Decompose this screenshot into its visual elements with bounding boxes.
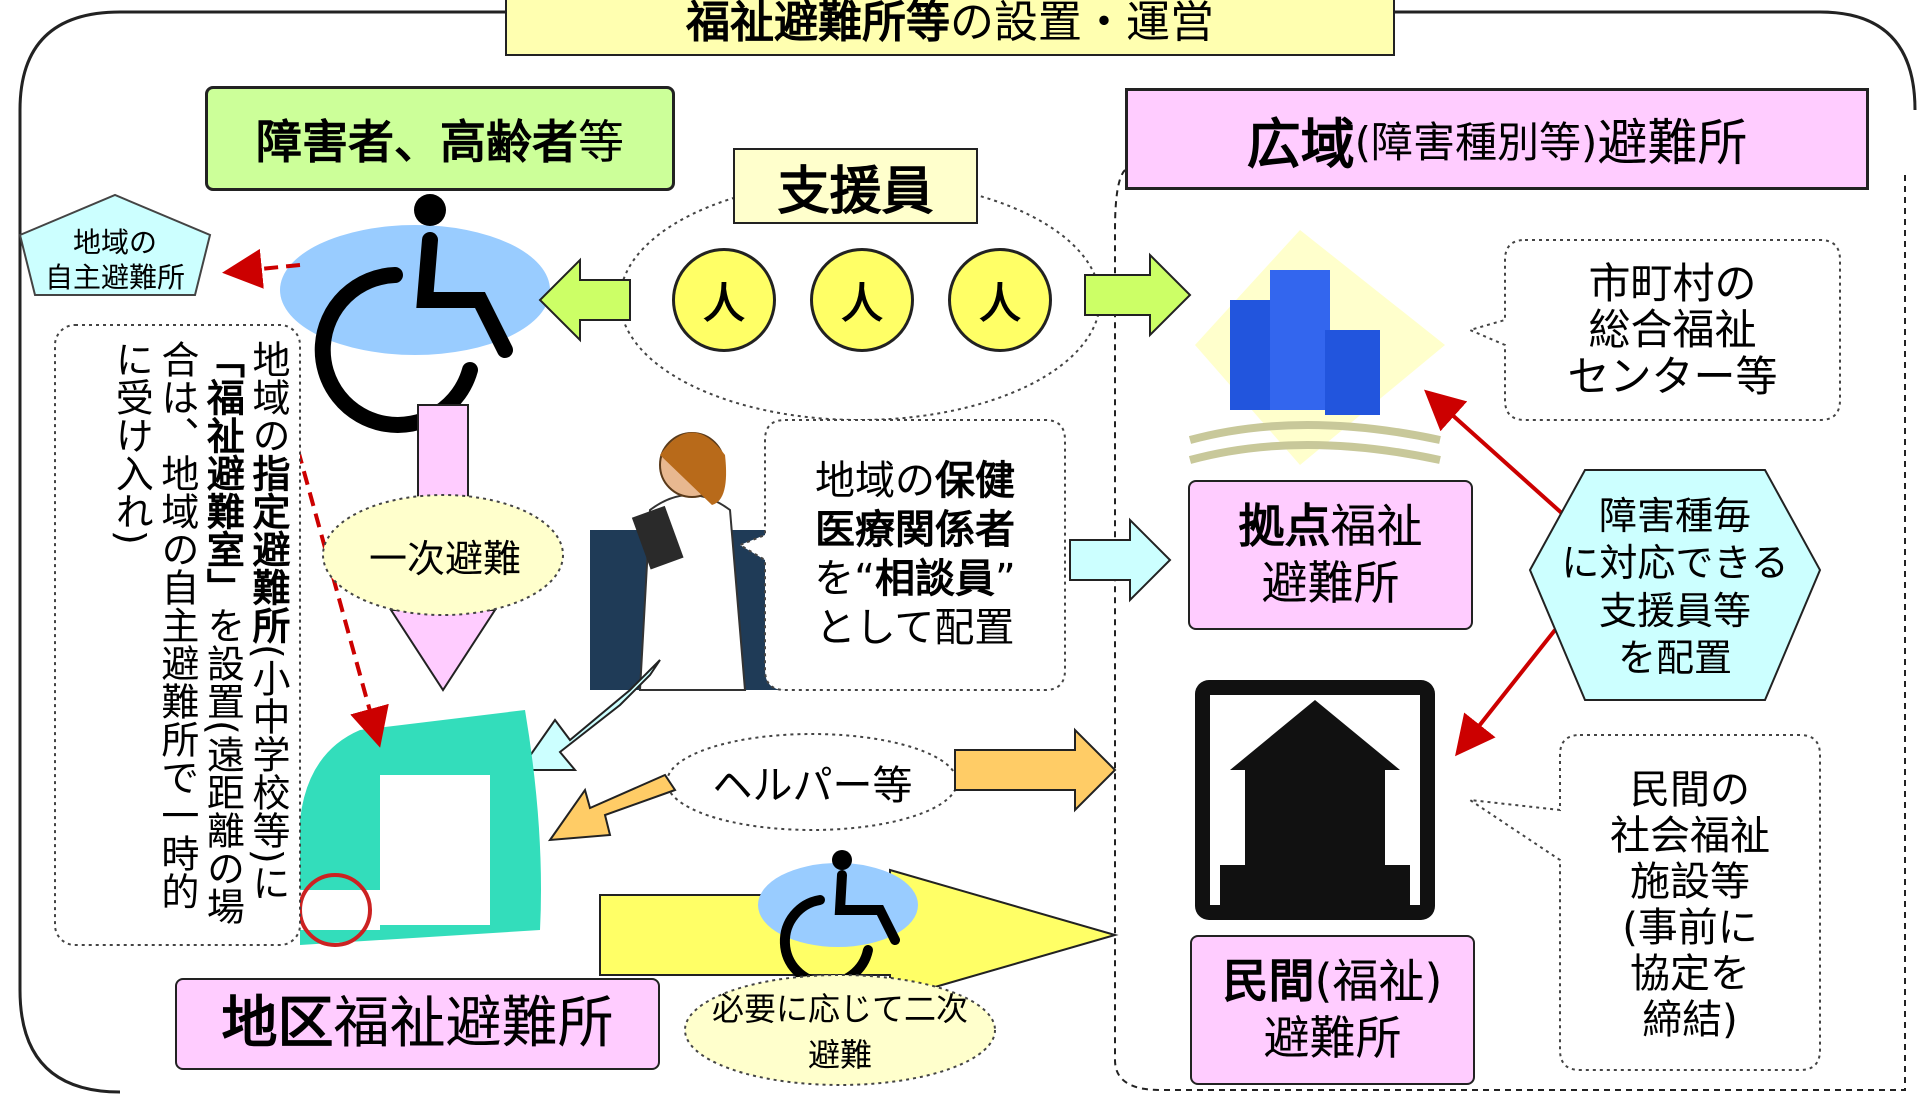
wheelchair-small-icon [779,850,900,989]
elderly-box: 障害者、高齢者等 [205,86,675,191]
building-icon [300,775,490,930]
arrow-to-hub [1069,517,1172,603]
outer-frame [18,10,505,1094]
designated-callout-shape [54,324,301,946]
private-callout-shape [1469,734,1821,1071]
hub-rest: 福祉 [1330,498,1423,553]
wide-area-paren: (障害種別等) [1354,117,1598,167]
city-buildings-icon [1188,230,1445,465]
hex-l1: 障害種毎 [1598,493,1751,538]
hex-l2: に対応できる [1561,541,1789,585]
outer-frame-right [1395,10,1917,111]
private-rest: (福祉) [1314,953,1443,1008]
private-note-l2: 社会福祉 [1610,813,1770,859]
elderly-strong: 障害者、高齢者 [256,114,578,169]
hex-l4: を配置 [1617,636,1732,680]
designated-col2-a: 校等)に [246,772,290,902]
person-3: 人 [948,248,1052,352]
person-2: 人 [810,248,914,352]
helper-arrow-left [547,773,677,842]
person-1: 人 [672,248,776,352]
hex-shape [1528,469,1822,701]
designated-note: 地域の指定避難所(小中学校等)に 「福祉避難室」を設置(遠距離の場合は、地域の自主… [70,340,290,930]
municipal-l1: 市町村の [1588,259,1757,309]
health-l3-c: ” [995,556,1016,602]
health-l4: として配置 [815,604,1015,651]
helper-arrow-right [954,727,1117,813]
wide-area-header: 広域(障害種別等)避難所 [1125,88,1869,190]
health-l3-a: を“ [814,556,875,602]
arrow-to-elderly [538,257,631,343]
district-strong: 地区 [221,991,334,1056]
local-shelter-line1: 地域の [72,226,157,259]
private-note: 民間の 社会福祉 施設等 (事前に 協定を 締結) [1565,745,1815,1065]
support-staff-label: 支援員 [733,148,978,224]
health-l2: 医療関係者 [815,507,1015,554]
title-strong: 福祉避難所等 [686,0,950,48]
house-icon [1195,680,1435,920]
red-arrow-to-city [1424,389,1577,527]
private-strong: 民間 [1222,953,1315,1008]
designated-col1-a: 地域の [246,340,290,454]
designated-col4: 主避難所で一時的に受け入れ) [109,340,199,910]
health-callout-shape [737,419,1066,691]
local-shelter-label: 地域の 自主避難所 [25,222,205,298]
health-l1-b: 保健 [935,458,1015,505]
hex-note: 障害種毎 に対応できる 支援員等 を配置 [1535,485,1815,690]
health-note: 地域の保健 医療関係者 を“相談員” として配置 [770,430,1060,680]
wide-area-rest: 避難所 [1597,114,1748,172]
wide-area-region [1114,169,1906,1091]
local-shelter-line2: 自主避難所 [44,261,185,294]
page-title: 福祉避難所等の設置・運営 [505,0,1395,56]
designated-col1-b: 指定避難所 [246,454,290,644]
designated-col1-c: (小中学 [246,644,290,773]
red-arrow-to-district [296,449,389,748]
secondary-evacuation-label: 必要に応じて二次避難 [711,990,968,1074]
municipal-l2: 総合福祉 [1588,305,1757,355]
elderly-rest: 等 [578,114,624,169]
hub-strong: 拠点 [1238,498,1331,553]
arrow-doctor-to-district [518,659,661,771]
hub-shelter-box: 拠点福祉 避難所 [1188,480,1473,630]
hex-l3: 支援員等 [1598,588,1751,633]
designated-col2-b: 「福祉避難室」 [200,340,245,606]
hub-line2: 避難所 [1261,556,1400,610]
health-l3-b: 相談員 [875,556,995,602]
municipal-callout-shape [1467,239,1841,421]
primary-evac-ellipse [322,494,564,616]
private-note-l1: 民間の [1630,767,1750,813]
local-shelter-shape [18,193,212,296]
private-shelter-box: 民間(福祉) 避難所 [1190,935,1475,1085]
red-arrow-to-local [222,248,301,289]
doctor-icon [631,432,747,691]
title-rest: の設置・運営 [950,0,1214,48]
private-note-l3: 施設等 [1630,859,1750,905]
primary-evacuation-label: 一次避難 [368,536,521,581]
wide-area-strong: 広域 [1246,112,1355,176]
municipal-l3: センター等 [1567,351,1778,401]
district-shelter-box: 地区福祉避難所 [175,978,660,1070]
designated-col2-c: を設置 [200,606,245,720]
secondary-evac-ellipse [684,974,996,1086]
private-line2: 避難所 [1263,1011,1402,1065]
private-note-l5: 協定を [1630,951,1750,997]
health-l1-a: 地域の [815,458,935,505]
private-note-l4: (事前に [1622,905,1758,951]
municipal-note: 市町村の 総合福祉 センター等 [1510,248,1835,413]
helper-label: ヘルパー等 [712,763,913,809]
district-rest: 福祉避難所 [333,991,614,1056]
arrow-to-wide-area [1084,252,1192,338]
red-arrow-to-house [1455,628,1557,757]
designated-col3: (遠距離の場合は、地域の自 [154,340,245,925]
private-note-l6: 締結) [1642,997,1738,1043]
